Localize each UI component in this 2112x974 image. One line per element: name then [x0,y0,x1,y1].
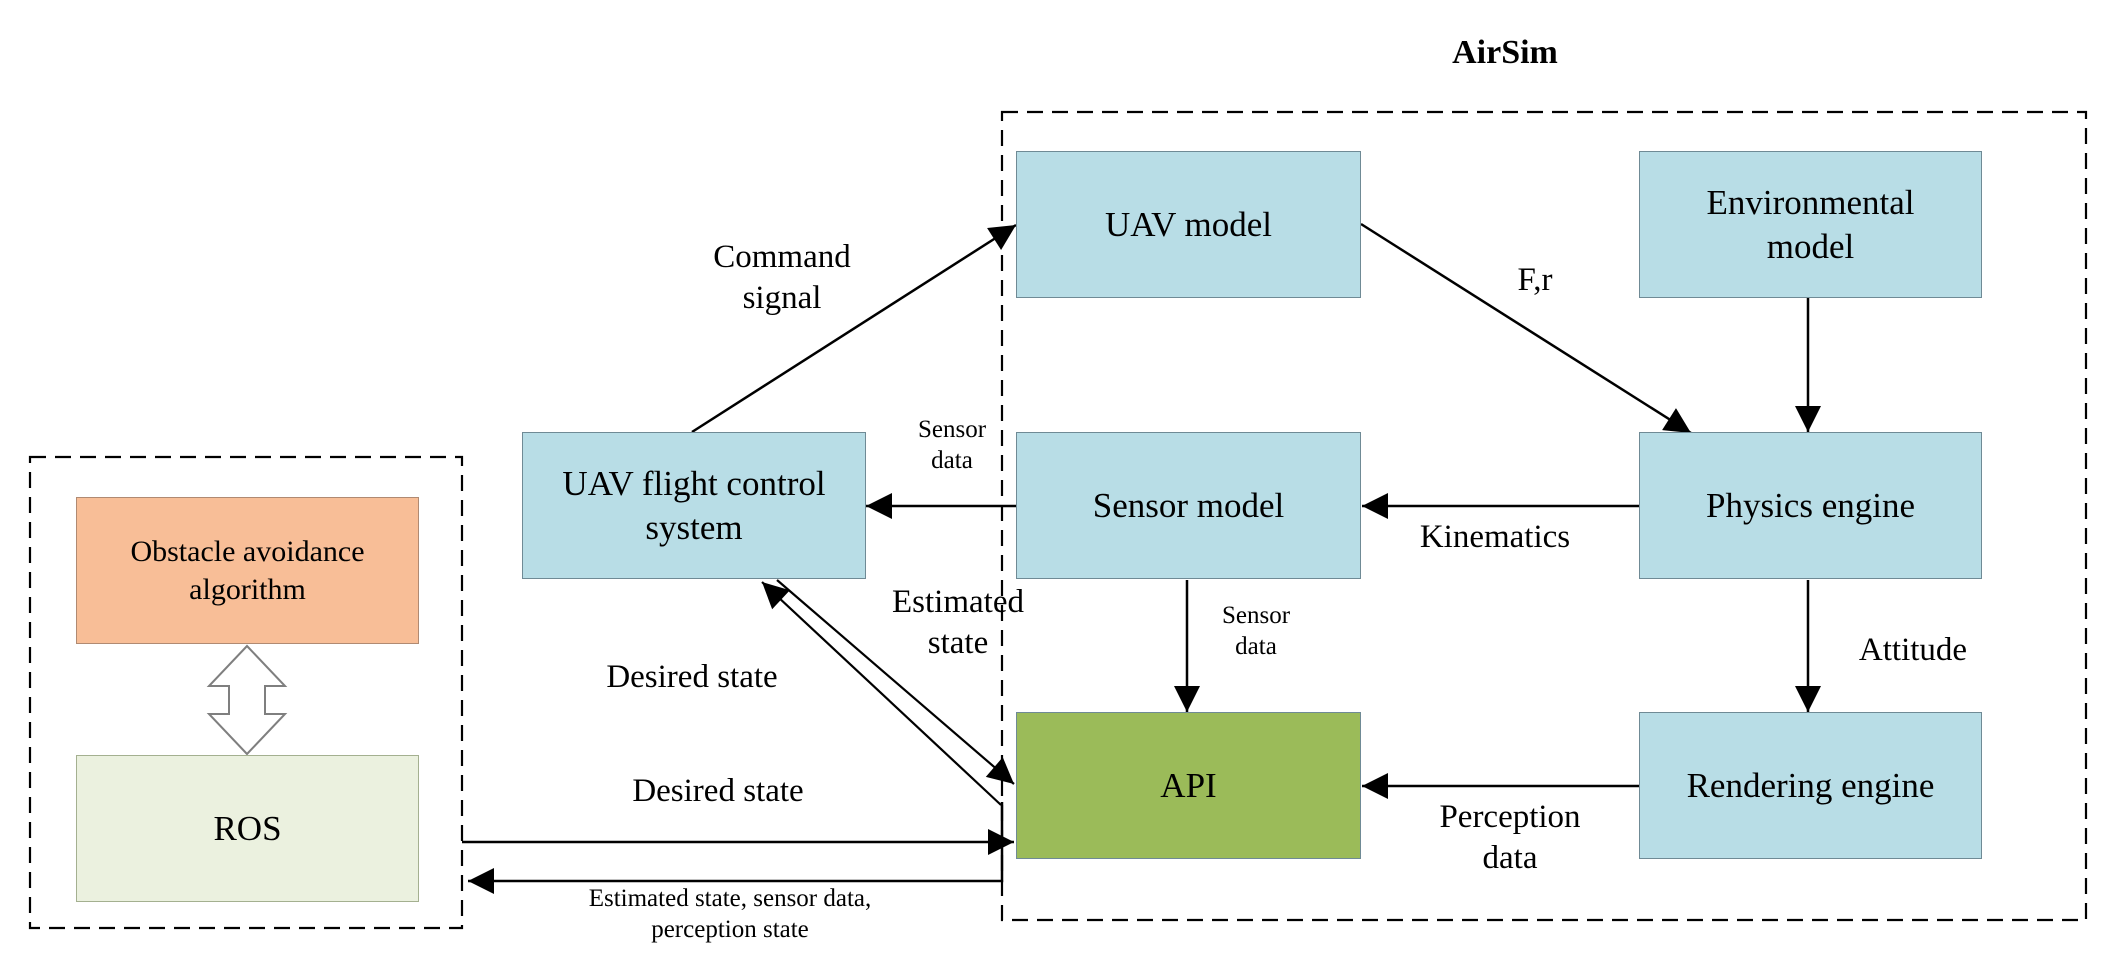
force-arrow [1360,222,1692,435]
bidirectional-hollow-arrow [206,644,288,756]
rendering-engine-label: Rendering engine [1686,765,1935,805]
ros-block: ROS [76,755,419,902]
physics-engine-label: Physics engine [1705,485,1915,525]
ros-label: ROS [213,808,282,848]
obstacle-avoidance-label: Obstacle avoidance algorithm [130,535,365,606]
sensor-data-down-label: Sensor data [1221,602,1291,661]
desired-state-lower-label: Desired state [632,773,804,809]
airsim-boundary [1000,110,2088,922]
environmental-model-label: Environmental model [1706,182,1915,266]
perception-data-label: Perception data [1439,799,1581,877]
api-block: API [1016,712,1361,859]
uav-model-label: UAV model [1105,204,1272,244]
physics-engine-block: Physics engine [1639,432,1982,579]
sensor-model-label: Sensor model [1092,485,1285,525]
estimated-return-arrow [468,802,1004,894]
api-label: API [1160,765,1217,805]
sensor-data-left-label: Sensor data [917,416,987,475]
kinematics-label: Kinematics [1419,519,1571,555]
obstacle-avoidance-block: Obstacle avoidance algorithm [76,497,419,644]
flight-control-block: UAV flight control system [522,432,866,579]
command-signal-arrow [691,223,1017,434]
attitude-label: Attitude [1858,632,1968,668]
force-label: F,r [1517,262,1553,298]
airsim-title: AirSim [1452,34,1558,71]
desired-state-line [761,581,1002,806]
uav-model-block: UAV model [1016,151,1361,298]
rendering-engine-block: Rendering engine [1639,712,1982,859]
estimated-return-label: Estimated state, sensor data, perception… [588,885,872,944]
sensor-model-block: Sensor model [1016,432,1361,579]
client-boundary [28,455,464,930]
environmental-model-block: Environmental model [1639,151,1982,298]
estimated-state-line [776,579,1015,785]
flight-control-label: UAV flight control system [562,463,826,547]
command-signal-label: Command signal [713,239,851,317]
desired-state-upper-label: Desired state [606,659,778,695]
estimated-state-label: Estimated state [892,584,1024,662]
